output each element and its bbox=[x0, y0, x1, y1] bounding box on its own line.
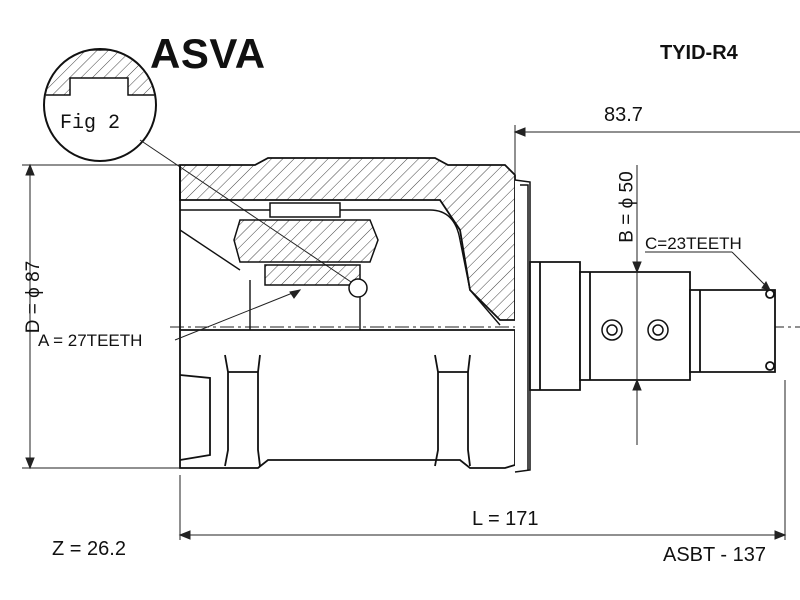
teeth-a-label: A = 27TEETH bbox=[38, 331, 143, 350]
diameter-b-label: B = ϕ 50 bbox=[616, 171, 638, 243]
fig-label: Fig 2 bbox=[60, 112, 121, 135]
dimension-z: Z = 26.2 bbox=[52, 538, 126, 560]
diameter-d-label: D = ϕ 87 bbox=[23, 260, 45, 334]
housing-exterior-lower bbox=[179, 329, 516, 469]
part-number: TYID-R4 bbox=[660, 42, 738, 64]
teeth-c-label: C=23TEETH bbox=[645, 234, 742, 253]
shaft bbox=[529, 261, 776, 391]
fig-detail-circle bbox=[43, 48, 157, 162]
dimension-length-l: L = 171 bbox=[472, 508, 539, 530]
roller-element bbox=[233, 202, 379, 298]
flange bbox=[514, 179, 531, 473]
dimension-length-upper: 83.7 bbox=[604, 104, 643, 126]
housing-interior bbox=[179, 209, 501, 330]
catalog-code: ASBT - 137 bbox=[663, 544, 767, 566]
shaft-holes bbox=[601, 319, 669, 341]
dimension-lines bbox=[22, 125, 800, 540]
brand-logo-text: ASVA bbox=[150, 30, 266, 77]
